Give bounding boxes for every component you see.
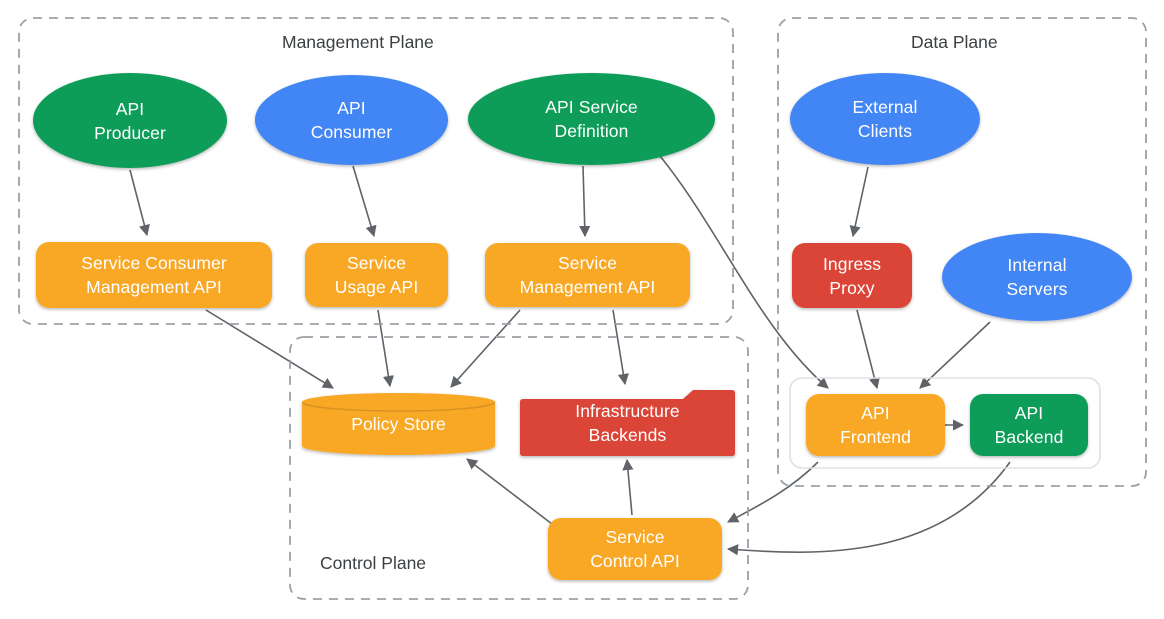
node-ingress-proxy[interactable]	[792, 243, 912, 308]
group-management-plane	[18, 17, 734, 325]
node-label-api-backend: API Backend	[994, 403, 1064, 447]
node-policy-store[interactable]	[302, 393, 495, 455]
edge-e-control-to-infrastructure	[622, 458, 634, 516]
group-api-gateway-group	[789, 377, 1101, 469]
node-api-consumer[interactable]	[255, 75, 448, 165]
edge-e-frontend-to-control-a	[727, 461, 819, 523]
node-label-service-usage-api: Service Usage API	[334, 253, 419, 297]
edge-e-sma-to-infrastructure	[612, 309, 629, 386]
cylinder-top-ellipse	[301, 401, 496, 412]
node-api-frontend[interactable]	[806, 394, 945, 456]
node-label-service-consumer-management-api: Service Consumer Management API	[81, 253, 227, 297]
node-api-producer[interactable]	[33, 73, 227, 168]
node-label-service-management-api: Service Management API	[519, 253, 656, 297]
node-api-service-definition[interactable]	[468, 73, 715, 165]
node-api-backend[interactable]	[970, 394, 1088, 456]
edge-e-producer-to-scma	[129, 169, 150, 237]
node-label-internal-servers: Internal Servers	[1006, 255, 1068, 299]
edge-e-definition-to-frontend	[659, 155, 829, 389]
group-label-control-plane: Control Plane	[320, 553, 427, 573]
edge-e-sma-to-policy-store	[450, 309, 521, 388]
edge-e-clients-to-ingress	[849, 166, 869, 238]
node-external-clients[interactable]	[790, 73, 980, 165]
node-label-api-consumer: API Consumer	[310, 98, 393, 142]
edge-e-consumer-to-sua	[352, 165, 377, 238]
edge-e-control-to-policy-store	[466, 458, 553, 525]
group-control-plane	[289, 336, 749, 600]
edge-e-ingress-to-frontend	[856, 309, 880, 390]
node-service-usage-api[interactable]	[305, 243, 448, 307]
edge-e-sua-to-policy-store	[377, 309, 394, 388]
node-label-infrastructure-backends: Infrastructure Backends	[575, 401, 680, 445]
node-label-external-clients: External Clients	[852, 97, 918, 141]
node-service-consumer-management-api[interactable]	[36, 242, 272, 308]
node-label-api-producer: API Producer	[94, 98, 166, 143]
node-service-control-api[interactable]	[548, 518, 722, 580]
edge-e-definition-to-sma	[579, 165, 591, 238]
node-label-api-service-definition: API Service Definition	[545, 97, 638, 141]
node-label-policy-store: Policy Store	[351, 414, 446, 434]
edge-e-backend-to-control-b	[726, 461, 1011, 556]
edge-e-internal-to-frontend	[919, 321, 991, 389]
node-service-management-api[interactable]	[485, 243, 690, 307]
node-label-api-frontend: API Frontend	[840, 403, 911, 447]
group-data-plane	[777, 17, 1147, 487]
node-label-service-control-api: Service Control API	[590, 527, 680, 571]
node-label-ingress-proxy: Ingress Proxy	[822, 253, 882, 298]
node-internal-servers[interactable]	[942, 233, 1132, 321]
edge-e-scma-to-policy-store	[205, 309, 334, 389]
group-label-management-plane: Management Plane	[282, 32, 434, 52]
group-label-data-plane: Data Plane	[911, 32, 998, 52]
node-infrastructure-backends[interactable]	[520, 390, 735, 456]
